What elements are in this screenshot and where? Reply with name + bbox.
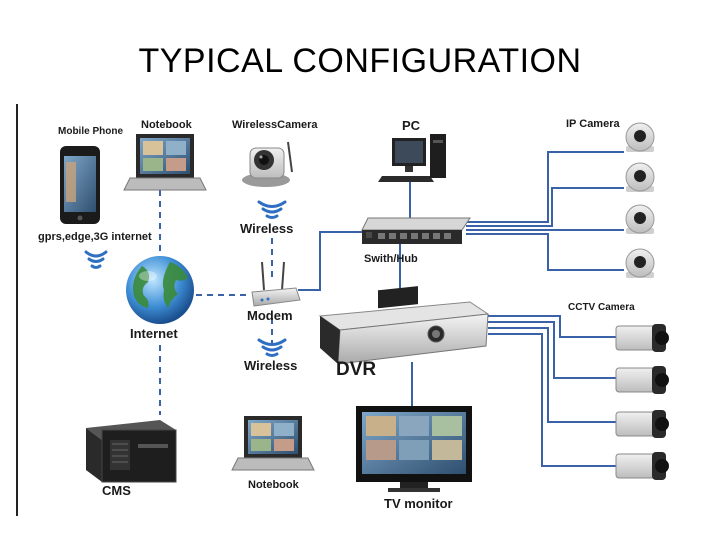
label-wireless-camera: WirelessCamera	[232, 119, 318, 131]
wireless-signal-icon-bottom	[257, 338, 287, 357]
link-cctv-2	[488, 321, 616, 379]
cctv-camera-4-icon	[615, 452, 669, 480]
solid-links	[298, 151, 624, 467]
cctv-camera-3-icon	[615, 410, 669, 438]
label-cms: CMS	[102, 483, 131, 498]
link-ipcam-1	[466, 151, 624, 223]
label-mobile-phone: Mobile Phone	[58, 126, 123, 137]
link-cctv-3	[488, 327, 616, 423]
notebook-top-icon	[123, 134, 207, 191]
cctv-camera-2-icon	[615, 366, 669, 394]
wireless-camera-icon	[242, 141, 293, 187]
label-switch-hub: Swith/Hub	[364, 253, 418, 265]
label-notebook-top: Notebook	[141, 119, 193, 131]
label-cctv-camera: CCTV Camera	[568, 302, 635, 313]
label-wireless-bottom: Wireless	[244, 358, 297, 373]
label-ip-camera: IP Camera	[566, 118, 620, 130]
link-cctv-4	[488, 333, 616, 467]
label-pc: PC	[402, 118, 421, 133]
ip-camera-1-icon	[625, 122, 655, 152]
notebook-bottom-icon	[231, 416, 315, 471]
link-switch-modem	[298, 231, 365, 291]
label-internet: Internet	[130, 326, 178, 341]
wireless-signal-icon-left	[84, 250, 108, 269]
link-ipcam-2	[466, 187, 624, 227]
wireless-signal-icon-top	[257, 200, 287, 219]
mobile-phone-icon	[60, 146, 100, 224]
label-gprs: gprs,edge,3G internet	[38, 231, 152, 243]
ip-camera-4-icon	[625, 248, 655, 278]
ip-camera-3-icon	[625, 204, 655, 234]
modem-icon	[251, 261, 301, 307]
dvr-icon	[318, 286, 490, 365]
tv-monitor-icon	[356, 406, 472, 492]
dashed-links	[159, 190, 273, 415]
label-dvr: DVR	[336, 359, 376, 380]
link-cctv-1	[488, 315, 616, 338]
label-modem: Modem	[247, 308, 293, 323]
label-tv-monitor: TV monitor	[384, 496, 453, 511]
cms-server-icon	[86, 420, 177, 483]
page-title: TYPICAL CONFIGURATION	[138, 42, 582, 80]
left-divider	[16, 104, 18, 516]
ip-camera-2-icon	[625, 162, 655, 192]
link-ipcam-4	[466, 233, 624, 271]
pc-icon	[378, 134, 446, 182]
label-notebook-bottom: Notebook	[248, 479, 300, 491]
cctv-camera-1-icon	[615, 324, 669, 352]
label-wireless-top: Wireless	[240, 221, 293, 236]
switch-hub-icon	[361, 217, 471, 244]
internet-globe-icon	[126, 256, 194, 324]
